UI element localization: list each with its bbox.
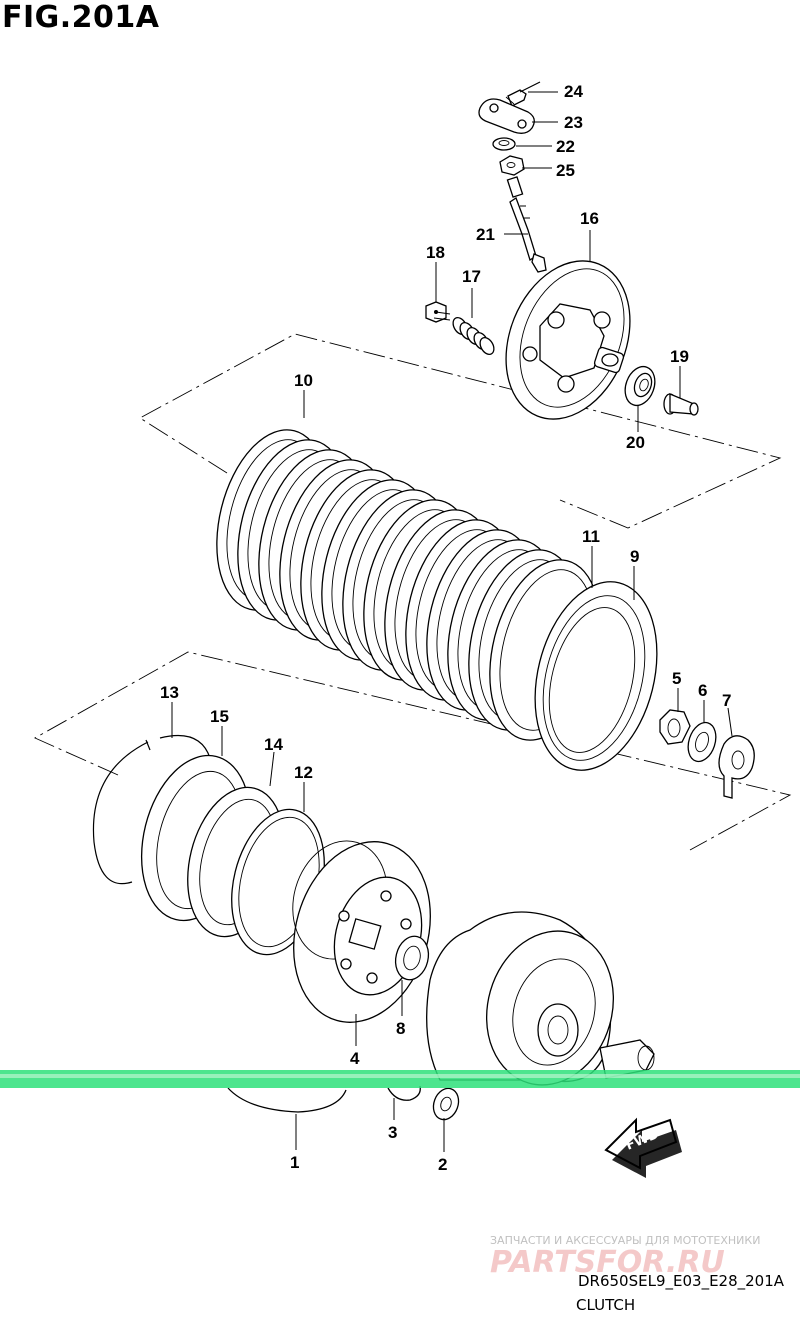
callout-5: 5	[672, 669, 681, 688]
hub-nut-5	[659, 709, 691, 745]
release-rod-21	[506, 176, 547, 273]
pressure-plate-16	[505, 260, 631, 420]
release-pin-19	[663, 393, 699, 416]
callout-10: 10	[294, 371, 313, 390]
watermark: ЗАПЧАСТИ И АКСЕССУАРЫ ДЛЯ МОТОТЕХНИКИ PA…	[490, 1234, 760, 1280]
watermark-brand: PARTSFOR.RU	[490, 1245, 725, 1280]
watermark-tagline: ЗАПЧАСТИ И АКСЕССУАРЫ ДЛЯ МОТОТЕХНИКИ	[490, 1234, 760, 1247]
callout-18: 18	[426, 243, 445, 262]
callout-9: 9	[630, 547, 639, 566]
callout-20: 20	[626, 433, 645, 452]
callout-15: 15	[210, 707, 229, 726]
callout-14: 14	[264, 735, 283, 754]
callout-numbers: 24 23 22 25 21 16 18 17 19 20 10 11 9 5 …	[160, 82, 731, 1174]
ring-22	[492, 137, 516, 151]
callout-7: 7	[722, 691, 731, 710]
callout-22: 22	[556, 137, 575, 156]
callout-6: 6	[698, 681, 707, 700]
callout-23: 23	[564, 113, 583, 132]
callout-19: 19	[670, 347, 689, 366]
callout-1: 1	[290, 1153, 299, 1172]
callout-25: 25	[556, 161, 575, 180]
callout-8: 8	[396, 1019, 405, 1038]
callout-4: 4	[350, 1049, 360, 1068]
thrust-washer-2	[432, 1087, 460, 1121]
release-arm-bolt-24	[505, 81, 541, 107]
bushing-3	[387, 1085, 421, 1101]
part-code: DR650SEL9_E03_E28_201A	[578, 1272, 785, 1290]
leader-lines	[171, 91, 733, 1152]
clutch-spring-17	[452, 316, 495, 356]
callout-13: 13	[160, 683, 179, 702]
callout-16: 16	[580, 209, 599, 228]
primary-driven-gear-housing	[426, 911, 655, 1086]
callout-12: 12	[294, 763, 313, 782]
drive-plate-9	[534, 581, 658, 771]
washer-6	[687, 721, 717, 763]
lock-washer-7	[718, 735, 755, 799]
primary-gear-1	[227, 1087, 347, 1113]
callout-2: 2	[438, 1155, 447, 1174]
pressure-plate-bolt-18	[425, 301, 451, 323]
scan-artifact-band	[0, 1070, 800, 1088]
callout-21: 21	[476, 225, 495, 244]
callout-24: 24	[564, 82, 583, 101]
callout-3: 3	[388, 1123, 397, 1142]
lower-assembly-frame	[33, 651, 792, 851]
callout-17: 17	[462, 267, 481, 286]
figure-title: FIG.201A	[2, 0, 160, 35]
release-bearing-20	[624, 365, 656, 407]
release-arm-plate-23	[478, 98, 535, 134]
fwd-arrow-icon: FWD	[604, 1117, 682, 1178]
wire-ring-13	[92, 734, 211, 885]
thrust-washer-8	[394, 935, 430, 981]
figure-caption: CLUTCH	[576, 1296, 636, 1314]
nut-25	[499, 155, 525, 176]
callout-11: 11	[582, 527, 600, 546]
